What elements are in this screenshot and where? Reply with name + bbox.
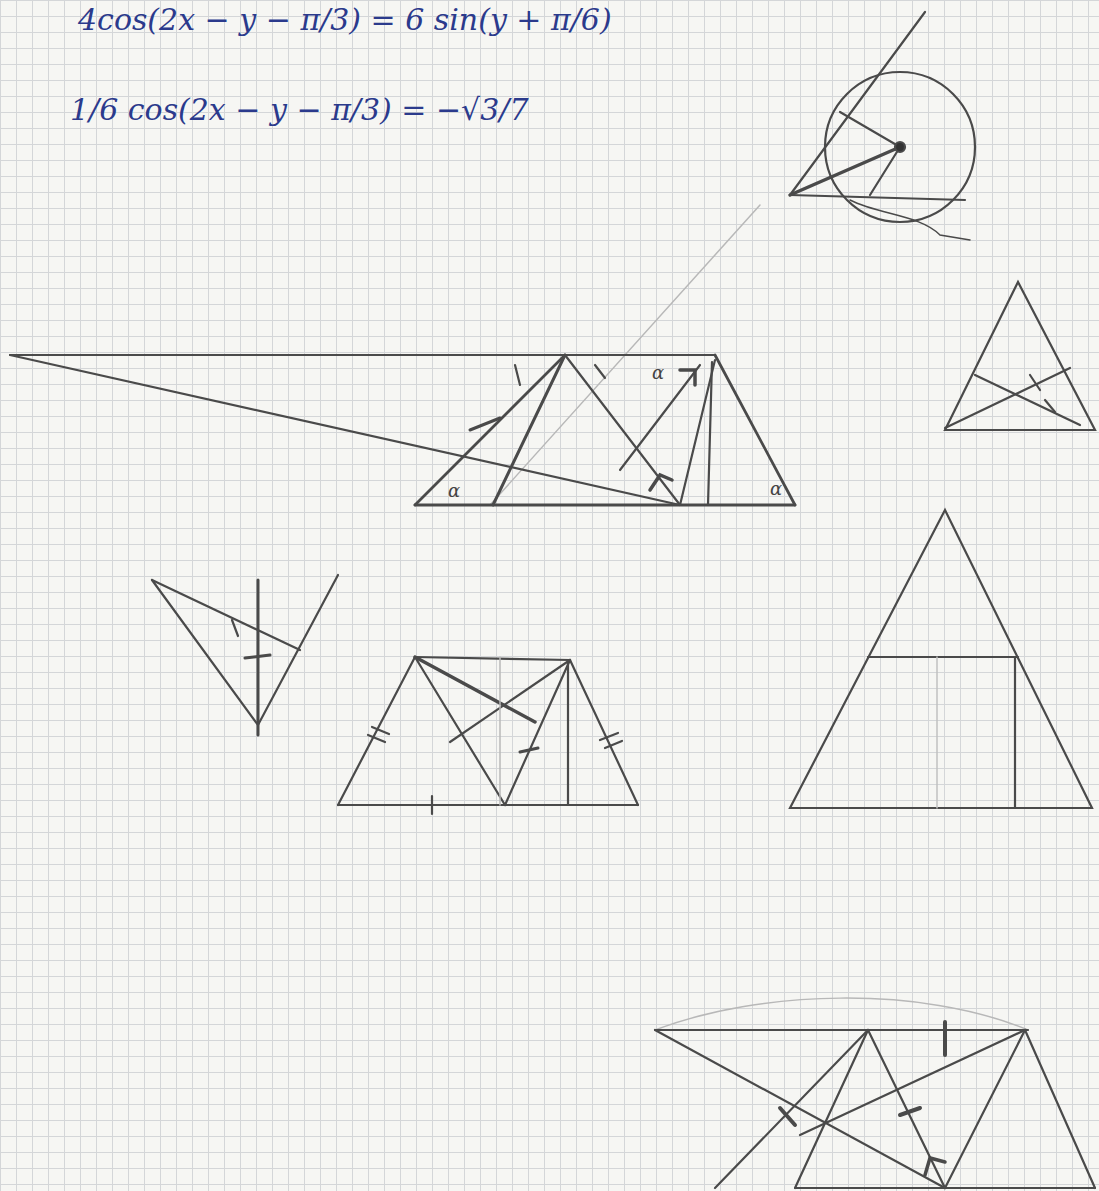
angle-label: α xyxy=(652,362,664,383)
formula-text: 4cos(2x − y − π/3) = 6 sin(y + π/6) xyxy=(78,2,612,37)
formula-text: 1/6 cos(2x − y − π/3) = −√3/7 xyxy=(70,92,529,127)
angle-label: α xyxy=(448,480,460,501)
angle-label: α xyxy=(770,478,782,499)
